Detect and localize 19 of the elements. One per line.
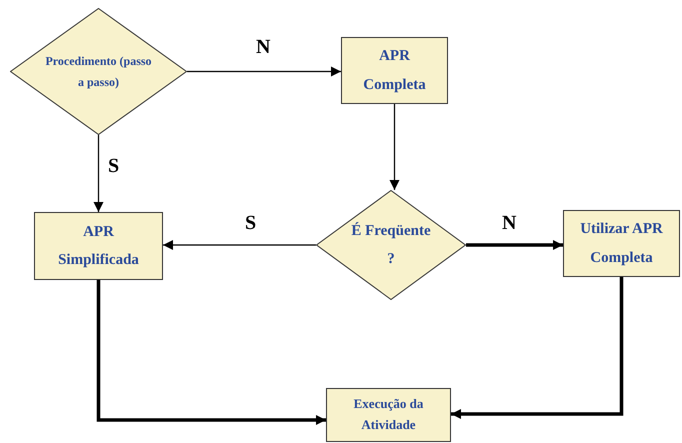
node-label: APR Simplificada	[57, 222, 140, 270]
decision-diamond	[316, 190, 466, 300]
arrow	[94, 135, 104, 212]
process-box	[341, 37, 448, 104]
process-box	[326, 388, 451, 442]
node-label: Utilizar APR Completa	[579, 220, 664, 268]
node-label: Execução da Atividade	[352, 395, 424, 434]
arrow	[451, 277, 624, 419]
arrow	[187, 66, 341, 76]
arrow	[163, 240, 316, 250]
decision-diamond	[10, 8, 187, 135]
node-label: Procedimento (passo a passo)	[44, 53, 153, 90]
node-label: APR Completa	[362, 47, 427, 94]
arrow	[96, 280, 326, 425]
node-label: É Freqüente ?	[351, 221, 431, 269]
arrow	[390, 104, 400, 190]
process-box	[563, 210, 680, 277]
process-box	[34, 212, 163, 280]
arrow	[466, 240, 563, 250]
